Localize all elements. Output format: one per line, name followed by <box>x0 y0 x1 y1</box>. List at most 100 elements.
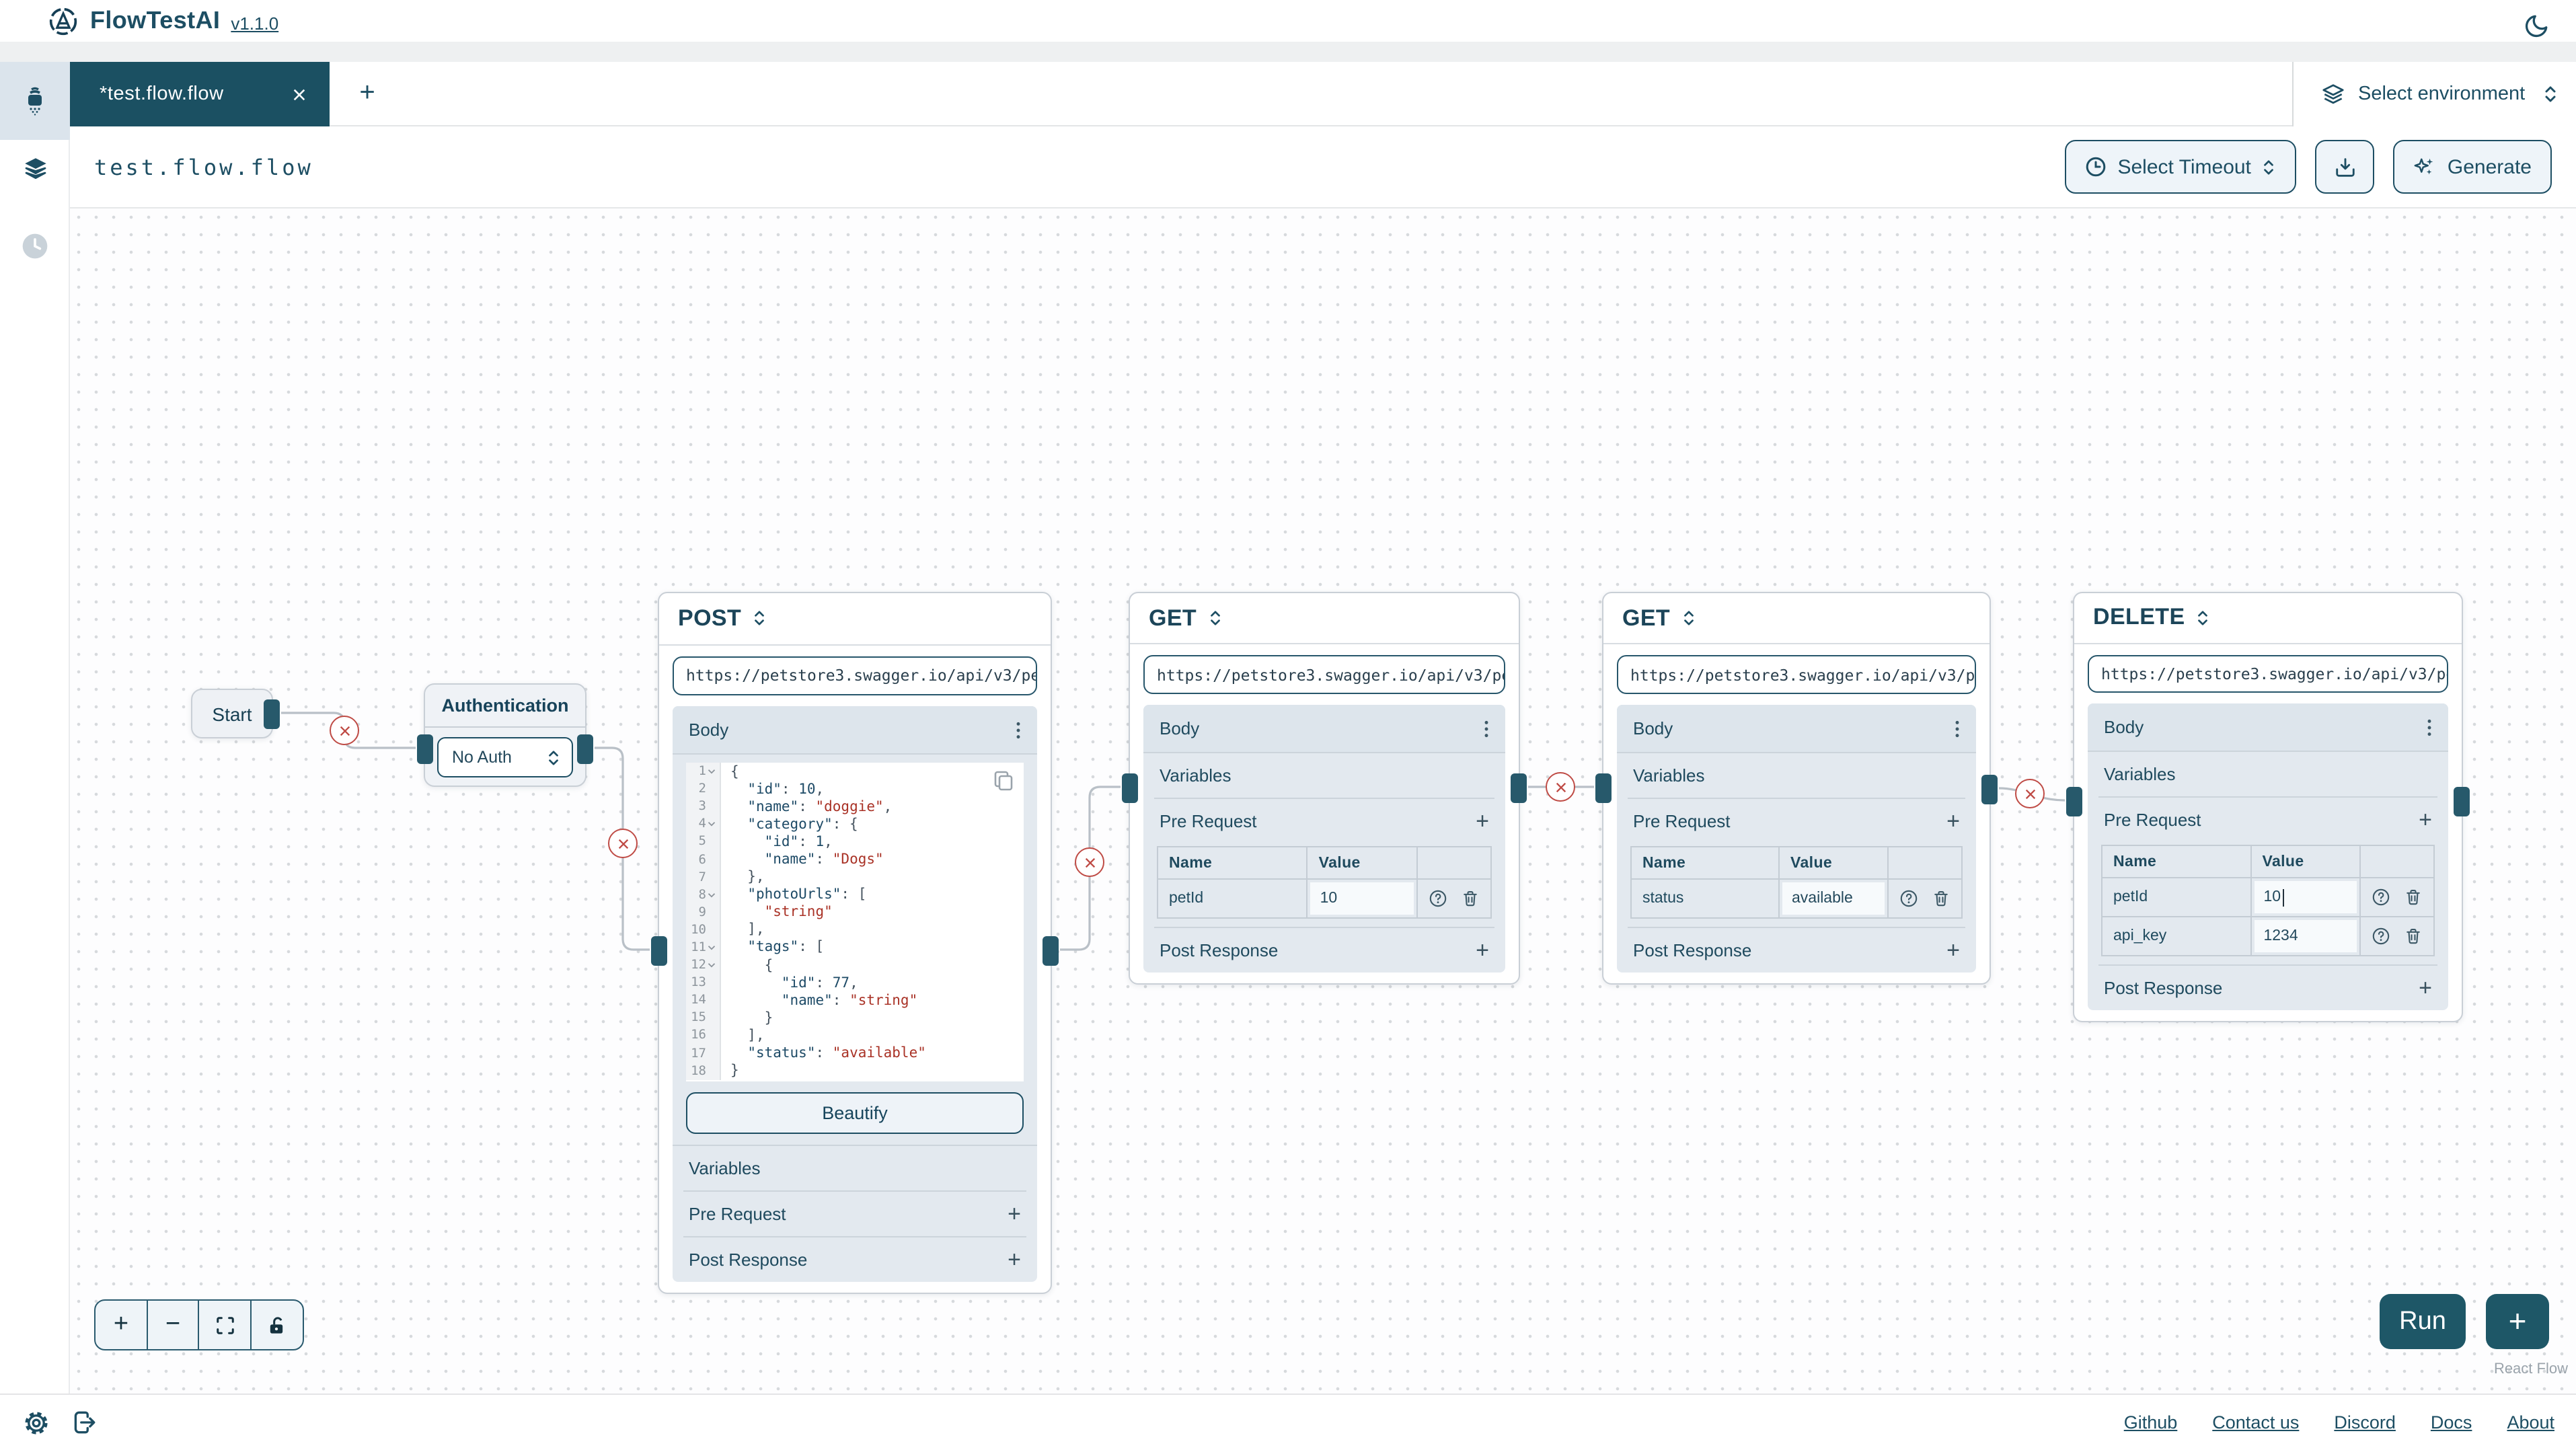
output-handle[interactable] <box>264 699 280 729</box>
node-post-request[interactable]: POST https://petstore3.swagger.io/api/v3… <box>651 592 1059 1294</box>
input-handle[interactable] <box>1595 773 1612 803</box>
add-pre-request-button[interactable]: + <box>2419 807 2432 833</box>
version-link[interactable]: v1.1.0 <box>231 13 279 33</box>
output-handle[interactable] <box>2454 787 2470 816</box>
variable-delete-icon[interactable] <box>1932 889 1950 908</box>
sidebar-item-collections[interactable] <box>0 62 70 140</box>
post-response-section[interactable]: Post Response + <box>1143 928 1505 972</box>
variable-delete-icon[interactable] <box>2404 888 2423 907</box>
add-post-response-button[interactable]: + <box>1946 938 1960 963</box>
variable-delete-icon[interactable] <box>2404 927 2423 946</box>
add-post-response-button[interactable]: + <box>2419 975 2432 1001</box>
variable-help-icon[interactable] <box>1429 889 1447 908</box>
body-section-header[interactable]: Body <box>2088 703 2448 752</box>
variable-value-input[interactable]: 1234 <box>2254 920 2357 952</box>
output-handle[interactable] <box>577 734 593 764</box>
fold-caret-icon[interactable] <box>708 944 716 951</box>
kebab-menu-icon[interactable] <box>2427 718 2432 736</box>
run-button[interactable]: Run <box>2380 1294 2466 1349</box>
logout-button[interactable] <box>70 1408 100 1437</box>
post-response-section[interactable]: Post Response + <box>2088 966 2448 1010</box>
add-pre-request-button[interactable]: + <box>1476 808 1489 834</box>
add-pre-request-button[interactable]: + <box>1008 1201 1021 1227</box>
method-select[interactable]: GET <box>1130 593 1519 645</box>
flow-canvas[interactable]: Start Authentication No Auth POST <box>70 208 2576 1394</box>
lock-button[interactable] <box>250 1299 303 1350</box>
zoom-in-button[interactable]: + <box>94 1299 148 1350</box>
generate-button[interactable]: Generate <box>2393 140 2552 194</box>
new-tab-button[interactable]: + <box>359 77 375 107</box>
select-timeout-button[interactable]: Select Timeout <box>2065 140 2297 194</box>
add-post-response-button[interactable]: + <box>1476 938 1489 963</box>
body-section-header[interactable]: Body <box>1143 705 1505 753</box>
docs-link[interactable]: Docs <box>2430 1412 2472 1433</box>
fold-caret-icon[interactable] <box>708 891 716 898</box>
variables-section[interactable]: Variables <box>673 1146 1037 1190</box>
fold-caret-icon[interactable] <box>708 821 716 828</box>
node-get-request-1[interactable]: GET https://petstore3.swagger.io/api/v3/… <box>1122 592 1527 985</box>
variable-help-icon[interactable] <box>1899 889 1918 908</box>
node-authentication[interactable]: Authentication No Auth <box>417 683 593 787</box>
copy-icon[interactable] <box>993 769 1014 791</box>
save-flow-button[interactable] <box>2315 140 2375 194</box>
method-select[interactable]: DELETE <box>2074 593 2462 644</box>
variables-section[interactable]: Variables <box>1617 753 1976 798</box>
tab-test-flow[interactable]: *test.flow.flow <box>70 62 330 126</box>
input-handle[interactable] <box>2066 787 2082 816</box>
pre-request-section[interactable]: Pre Request + <box>673 1192 1037 1236</box>
edge-delete-button[interactable] <box>330 716 359 745</box>
tab-close-button[interactable] <box>287 82 311 106</box>
pre-request-section[interactable]: Pre Request + <box>2088 798 2448 842</box>
node-start[interactable]: Start <box>191 689 280 738</box>
body-json-editor[interactable]: 1{2 "id": 10,3 "name": "doggie",4 "categ… <box>686 763 1024 1081</box>
auth-type-select[interactable]: No Auth <box>437 737 573 777</box>
fit-view-button[interactable] <box>198 1299 252 1350</box>
variables-section[interactable]: Variables <box>2088 752 2448 796</box>
add-node-button[interactable]: + <box>2486 1294 2549 1349</box>
beautify-button[interactable]: Beautify <box>686 1092 1024 1134</box>
kebab-menu-icon[interactable] <box>1016 720 1021 739</box>
url-input[interactable]: https://petstore3.swagger.io/api/v3/pet <box>673 656 1037 695</box>
kebab-menu-icon[interactable] <box>1484 719 1489 738</box>
method-select[interactable]: GET <box>1603 593 1990 645</box>
edge-delete-button[interactable] <box>2015 779 2045 808</box>
contact-us-link[interactable]: Contact us <box>2212 1412 2300 1433</box>
kebab-menu-icon[interactable] <box>1955 719 1960 738</box>
output-handle[interactable] <box>1043 936 1059 966</box>
body-section-header[interactable]: Body <box>1617 705 1976 753</box>
discord-link[interactable]: Discord <box>2334 1412 2396 1433</box>
output-handle[interactable] <box>1981 775 1998 804</box>
dark-mode-toggle[interactable] <box>2522 11 2552 40</box>
input-handle[interactable] <box>1122 773 1138 803</box>
variable-delete-icon[interactable] <box>1461 889 1480 908</box>
variable-value-input[interactable]: 10 <box>1310 882 1414 915</box>
sidebar-item-history[interactable] <box>0 217 70 276</box>
post-response-section[interactable]: Post Response + <box>1617 928 1976 972</box>
variables-section[interactable]: Variables <box>1143 753 1505 798</box>
variable-value-input[interactable]: 10 <box>2254 881 2357 913</box>
edge-delete-button[interactable] <box>1546 772 1575 802</box>
variable-help-icon[interactable] <box>2372 927 2390 946</box>
input-handle[interactable] <box>651 936 667 966</box>
url-input[interactable]: https://petstore3.swagger.io/api/v3/pet/… <box>2088 654 2448 693</box>
variable-help-icon[interactable] <box>2372 888 2390 907</box>
edge-delete-button[interactable] <box>608 829 638 858</box>
zoom-out-button[interactable]: − <box>146 1299 200 1350</box>
add-post-response-button[interactable]: + <box>1008 1247 1021 1272</box>
post-response-section[interactable]: Post Response + <box>673 1237 1037 1282</box>
github-link[interactable]: Github <box>2123 1412 2178 1433</box>
fold-caret-icon[interactable] <box>708 962 716 968</box>
node-get-request-2[interactable]: GET https://petstore3.swagger.io/api/v3/… <box>1595 592 1998 985</box>
add-pre-request-button[interactable]: + <box>1946 808 1960 834</box>
about-link[interactable]: About <box>2507 1412 2554 1433</box>
output-handle[interactable] <box>1511 773 1527 803</box>
method-select[interactable]: POST <box>659 593 1051 646</box>
variable-value-input[interactable]: available <box>1782 882 1885 915</box>
settings-button[interactable] <box>22 1408 51 1437</box>
url-input[interactable]: https://petstore3.swagger.io/api/v3/pet/… <box>1143 655 1505 694</box>
sidebar-item-environments[interactable] <box>0 139 70 198</box>
node-delete-request[interactable]: DELETE https://petstore3.swagger.io/api/… <box>2066 592 2470 1022</box>
pre-request-section[interactable]: Pre Request + <box>1617 799 1976 843</box>
environment-select[interactable]: Select environment <box>2292 62 2576 126</box>
input-handle[interactable] <box>417 734 433 764</box>
